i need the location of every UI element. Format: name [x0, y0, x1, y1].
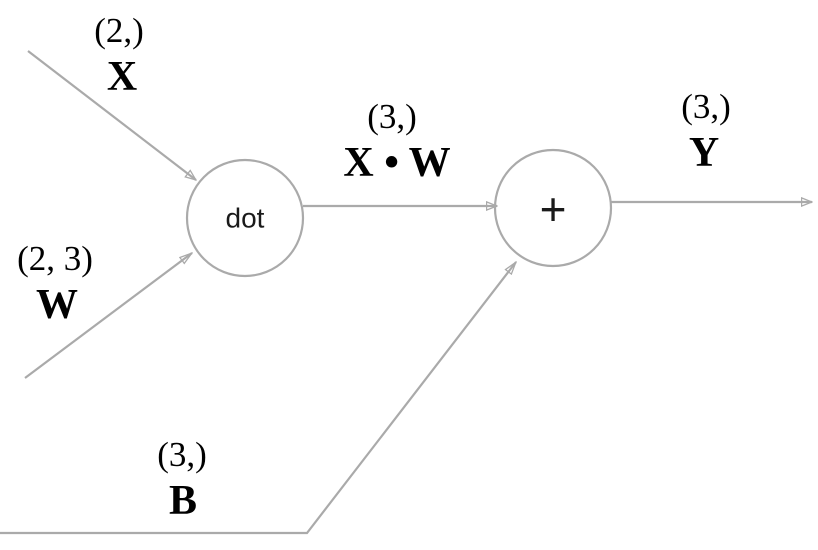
- label-b-name: B: [169, 478, 197, 524]
- label-x-name: X: [107, 54, 137, 100]
- node-add[interactable]: [493, 148, 613, 268]
- label-x-shape: (2,): [94, 11, 144, 50]
- label-b-shape: (3,): [157, 435, 207, 474]
- edge-x-input: [27, 50, 196, 180]
- edge-b-input: [0, 262, 516, 535]
- label-w-shape: (2, 3): [17, 239, 93, 278]
- node-dot-label: dot: [226, 203, 265, 234]
- label-y-shape: (3,): [681, 87, 731, 126]
- node-add-label: +: [540, 183, 567, 235]
- label-w-name: W: [36, 282, 78, 328]
- label-y-name: Y: [689, 130, 719, 176]
- label-xw-name: X • W: [343, 140, 450, 186]
- node-dot[interactable]: [185, 158, 305, 278]
- edge-w-input: [24, 253, 192, 379]
- label-xw-shape: (3,): [367, 97, 417, 136]
